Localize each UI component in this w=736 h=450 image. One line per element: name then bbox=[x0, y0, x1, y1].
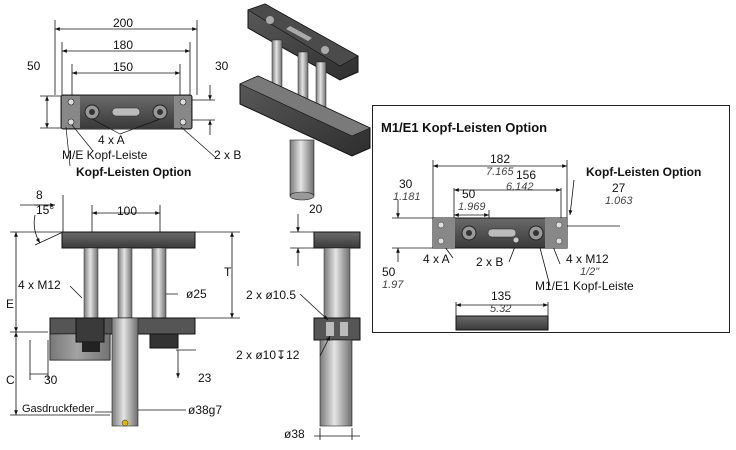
dim-d25: ø25 bbox=[186, 287, 207, 301]
inset-label-2xB: 2 x B bbox=[476, 255, 504, 269]
dim-d38g7: ø38g7 bbox=[188, 403, 223, 417]
inset-dim-135: 135 bbox=[491, 289, 512, 303]
label-4xA: 4 x A bbox=[98, 133, 125, 147]
label-T: T bbox=[224, 265, 232, 279]
label-4xM12: 4 x M12 bbox=[18, 278, 61, 292]
inset-dim-135-in: 5.32 bbox=[490, 303, 512, 315]
inset-dim-156: 156 bbox=[516, 168, 537, 182]
top-view-leaders bbox=[65, 118, 216, 167]
dim-50: 50 bbox=[27, 59, 41, 73]
front-view-dims bbox=[10, 195, 240, 416]
side-view-dims bbox=[290, 214, 360, 440]
dim-8: 8 bbox=[36, 188, 43, 202]
dim-30: 30 bbox=[215, 59, 229, 73]
inset-dim-50b-in: 1.97 bbox=[382, 279, 404, 291]
inset-dim-182: 182 bbox=[490, 152, 511, 166]
inset-drawing bbox=[392, 160, 620, 316]
inset-label-4xA: 4 x A bbox=[423, 252, 450, 266]
label-2xB: 2 x B bbox=[214, 148, 242, 162]
inset-label-4xM12: 4 x M12 bbox=[566, 252, 609, 266]
side-view bbox=[313, 231, 361, 427]
label-kopf-leisten-option: Kopf-Leisten Option bbox=[76, 165, 192, 179]
dim-23: 23 bbox=[198, 371, 212, 385]
dim-200: 200 bbox=[113, 16, 134, 30]
inset-dim-27-in: 1.063 bbox=[605, 195, 633, 207]
inset-thread-half: 1/2" bbox=[580, 266, 600, 278]
label-E: E bbox=[6, 297, 15, 311]
label-2xd10-12: 2 x ø10↧12 bbox=[236, 348, 300, 362]
inset-plate bbox=[432, 217, 568, 331]
dim-15deg: 15° bbox=[36, 203, 55, 217]
inset-title: M1/E1 Kopf-Leisten Option bbox=[381, 120, 548, 135]
label-2xd10-5: 2 x ø10.5 bbox=[246, 288, 297, 302]
label-me-kopf-leiste: M/E Kopf-Leiste bbox=[62, 148, 148, 162]
inset-dim-30: 30 bbox=[399, 177, 413, 191]
inset-dim-30-in: 1.181 bbox=[393, 191, 421, 203]
inset-dim-182-in: 7.165 bbox=[486, 166, 514, 178]
dim-30-front: 30 bbox=[44, 373, 58, 387]
inset-frame bbox=[372, 105, 730, 333]
inset-dim-50: 50 bbox=[462, 187, 476, 201]
dim-100: 100 bbox=[117, 204, 138, 218]
inset-dim-50-in: 1.969 bbox=[458, 201, 486, 213]
inset-label-m1e1: M1/E1 Kopf-Leiste bbox=[535, 279, 634, 293]
dim-d38: ø38 bbox=[284, 427, 305, 441]
dim-180: 180 bbox=[113, 38, 134, 52]
inset-dim-27: 27 bbox=[612, 181, 626, 195]
front-view-body bbox=[49, 231, 196, 427]
label-gasdruckfeder: Gasdruckfeder bbox=[22, 403, 95, 415]
inset-label-option: Kopf-Leisten Option bbox=[586, 165, 702, 179]
inset-dim-50b: 50 bbox=[382, 265, 396, 279]
top-view bbox=[40, 20, 215, 135]
dim-150: 150 bbox=[113, 60, 134, 74]
isometric-view bbox=[239, 3, 371, 201]
label-C: C bbox=[6, 373, 15, 387]
dim-20: 20 bbox=[309, 202, 323, 216]
inset-dim-156-in: 6.142 bbox=[506, 181, 534, 193]
top-view-plate bbox=[60, 94, 193, 130]
